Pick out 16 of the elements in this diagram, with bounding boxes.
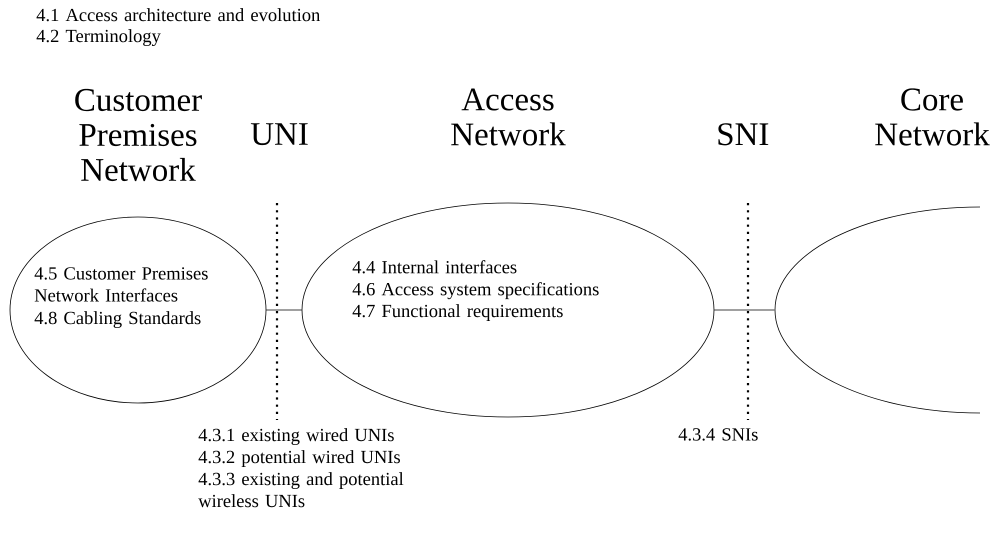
heading: Access Network bbox=[451, 88, 566, 146]
section-text: 4.8 Cabling Standards bbox=[34, 311, 201, 328]
section-text: 4.5 Customer Premises Network Interfaces bbox=[34, 267, 208, 302]
heading: Customer Premises Network bbox=[75, 88, 202, 182]
interface-label: SNI bbox=[718, 123, 768, 146]
section-text: 4.3.1 existing wired UNIs bbox=[198, 428, 394, 446]
section-text: 4.4 Internal interfaces bbox=[352, 260, 516, 274]
section-text: 4.3.4 SNIs bbox=[678, 428, 758, 441]
heading: Core Network bbox=[875, 88, 990, 146]
section-text: 4.2 Terminology bbox=[36, 29, 161, 46]
interface-label: UNI bbox=[250, 123, 308, 146]
section-text: 4.7 Functional requirements bbox=[352, 304, 563, 321]
section-text: 4.1 Access architecture and evolution bbox=[36, 8, 320, 22]
section-text: 4.6 Access system specifications bbox=[352, 282, 599, 300]
section-text: 4.3.2 potential wired UNIs bbox=[198, 450, 400, 467]
section-text: 4.3.3 existing and potential wireless UNIs bbox=[198, 472, 404, 508]
